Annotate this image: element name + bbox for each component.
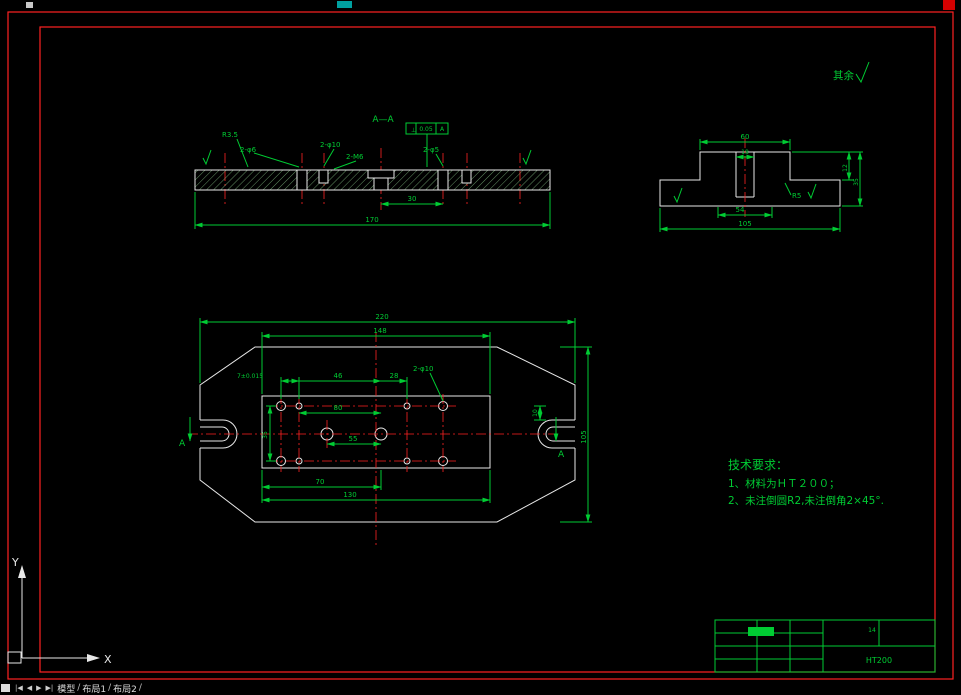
title-block-sheet: 14 [868, 627, 876, 634]
tab-layout1[interactable]: 布局1 [82, 684, 107, 695]
side-dimensions [659, 139, 863, 232]
dim-10: 10 [532, 409, 539, 417]
gdt-datum: A [440, 126, 445, 133]
dim-105-plan: 105 [580, 430, 588, 443]
label-holes1: 2-φ10 [320, 141, 341, 149]
tech-req-line2: 2、未注倒圆R2,未注倒角2×45°. [728, 494, 884, 507]
label-r5: R5 [792, 192, 801, 200]
title-block: 14 HT200 [714, 619, 936, 673]
tab-separator: / [138, 683, 142, 693]
titlebar-fragments [26, 1, 352, 8]
dim-18: 18 [741, 149, 749, 156]
dim-28: 28 [390, 372, 399, 380]
surface-note-text: 其余 [833, 69, 854, 82]
plan-dimensions [187, 318, 592, 523]
plan-view: 220 148 7±0.015 46 28 2-φ10 80 55 70 130… [179, 313, 592, 545]
section-dimensions [194, 122, 551, 229]
tab-nav-first[interactable]: |◀ [15, 684, 23, 692]
dim-105-side: 105 [738, 220, 751, 228]
tab-nav-last[interactable]: ▶| [45, 684, 54, 692]
tab-layout2[interactable]: 布局2 [113, 684, 137, 695]
titlebar-chip [337, 1, 352, 8]
tech-req-title: 技术要求： [728, 458, 788, 472]
dim-30: 30 [408, 195, 417, 203]
label-holes2: 2-M6 [346, 153, 364, 161]
tabbar-corner-box [1, 684, 10, 692]
roughness-icon [855, 61, 870, 84]
section-label-right: A [558, 450, 565, 460]
gdt-symbol: ⊥ [411, 127, 416, 134]
dim-35-plan: 35 [262, 431, 269, 439]
ucs-y-label: Y [11, 556, 19, 569]
section-holes [296, 169, 472, 191]
plan-holes [276, 401, 448, 466]
side-view: 60 18 54 105 12 35 R5 [659, 133, 863, 232]
tab-model[interactable]: 模型 [57, 684, 76, 695]
dim-80: 80 [334, 404, 343, 412]
title-block-material: HT200 [866, 656, 892, 665]
title-block-highlight [748, 627, 774, 636]
label-radius: R3.5 [222, 131, 238, 139]
dim-170: 170 [365, 216, 378, 224]
close-button[interactable] [943, 0, 955, 10]
dim-46: 46 [334, 372, 343, 380]
plan-centerlines [188, 332, 560, 545]
layout-tabbar: |◀ ◀ ▶ ▶| 模型 / 布局1 / 布局2 / [0, 681, 961, 695]
surface-note: 其余 [833, 61, 870, 84]
dim-130: 130 [343, 491, 356, 499]
sheet-frame [7, 11, 954, 680]
roughness-icon [202, 149, 212, 166]
tech-req-line1: 1、材料为ＨＴ２００； [728, 477, 840, 490]
dim-55: 55 [349, 435, 358, 443]
section-view: A—A ⊥ 0.05 A R3.5 2-φ6 2-φ10 2-M6 2-φ5 1… [194, 115, 551, 229]
dim-12: 12 [842, 164, 849, 172]
tab-nav-prev[interactable]: ◀ [26, 684, 33, 692]
dim-7: 7±0.015 [237, 373, 263, 380]
label-cbore: 2-φ6 [240, 146, 257, 154]
roughness-icon [673, 187, 683, 204]
ucs-x-label: X [104, 653, 112, 666]
label-dowels: 2-φ10 [413, 365, 434, 373]
tab-separator: / [108, 683, 112, 693]
dim-60: 60 [741, 133, 750, 141]
tech-requirements: 技术要求： 1、材料为ＨＴ２００； 2、未注倒圆R2,未注倒角2×45°. [728, 458, 884, 507]
gdt-frame [405, 122, 449, 135]
tab-separator: / [77, 683, 81, 693]
roughness-icon [807, 183, 817, 200]
ucs-icon: Y X [7, 556, 112, 666]
dim-35-side: 35 [853, 178, 860, 186]
dim-220: 220 [375, 313, 388, 321]
titlebar-dot [26, 2, 33, 8]
tab-nav-next[interactable]: ▶ [36, 684, 42, 692]
section-title: A—A [372, 115, 394, 125]
roughness-icon [522, 149, 532, 166]
dim-70: 70 [316, 478, 325, 486]
label-holes3: 2-φ5 [423, 146, 439, 154]
gdt-value: 0.05 [419, 126, 433, 133]
dim-148: 148 [373, 327, 386, 335]
dim-54: 54 [736, 206, 745, 214]
section-label-left: A [179, 439, 186, 449]
